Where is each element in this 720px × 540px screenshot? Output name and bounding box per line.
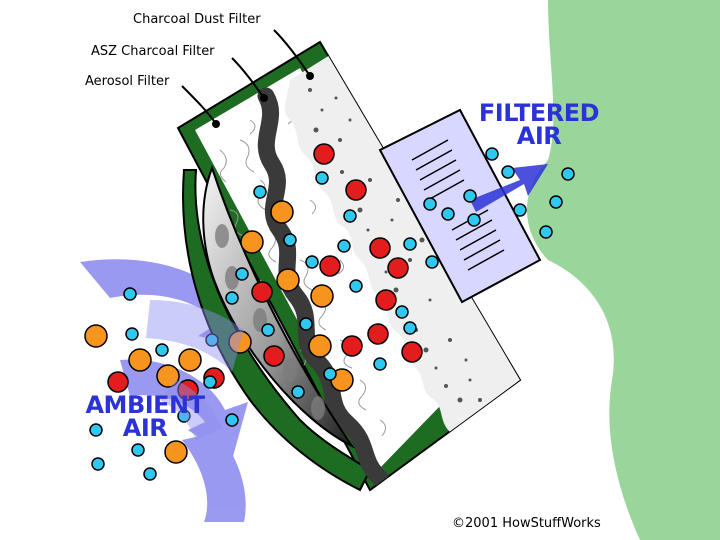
cyan-particles [89,147,575,481]
leader-dots [212,72,314,128]
ambient-air-line1: AMBIENT [85,391,205,419]
aerosol-filter-label: Aerosol Filter [85,74,170,89]
ambient-air-overlay [146,300,244,440]
particles [84,143,575,481]
filtered-air-arrow [470,164,548,212]
red-particles [107,143,423,401]
filtered-air-line1: FILTERED [478,99,600,127]
copyright-text: ©2001 HowStuffWorks [452,516,601,531]
filtered-air-line2: AIR [516,121,562,150]
intake-lens [202,165,355,449]
ambient-air-label: AMBIENT AIR [84,391,206,442]
charcoal-dust-filter-label: Charcoal Dust Filter [133,12,261,27]
outlet-housing [378,108,542,304]
orange-particles [84,200,354,464]
asz-charcoal-band [257,87,389,487]
asz-charcoal-filter-label: ASZ Charcoal Filter [91,44,215,59]
filtered-air-label: FILTERED AIR [476,99,602,150]
ambient-air-line2: AIR [122,413,168,442]
charcoal-dust-layer [285,55,520,432]
face-background [527,0,720,540]
